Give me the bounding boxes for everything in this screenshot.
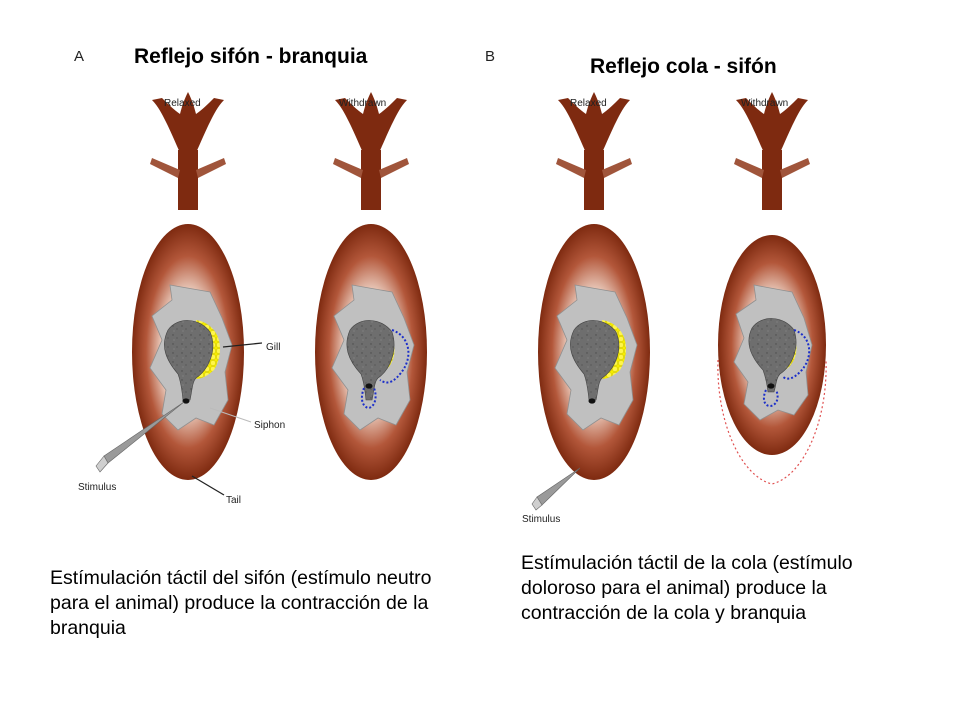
panel-a-relaxed-animal xyxy=(132,92,244,480)
panel-a-title: Reflejo sifón - branquia xyxy=(134,45,368,68)
gill-callout-line xyxy=(222,342,263,348)
panel-b-stimulus-label: Stimulus xyxy=(522,514,560,525)
panel-b-letter: B xyxy=(485,48,496,65)
panel-b-caption: Estímulación táctil de la cola (estímulo… xyxy=(521,552,853,624)
siphon-label: Siphon xyxy=(254,420,285,431)
panel-a-withdrawn-animal xyxy=(315,92,427,480)
panel-b-stimulus-probe xyxy=(536,467,581,506)
tail-callout-line xyxy=(191,475,225,496)
panel-b-relaxed-animal xyxy=(538,92,650,480)
panel-b-withdrawn-label: Withdrawn xyxy=(741,98,788,109)
panel-b-title: Reflejo cola - sifón xyxy=(590,55,777,78)
panel-a-withdrawn-label: Withdrawn xyxy=(339,98,386,109)
gill-label: Gill xyxy=(266,342,280,353)
panel-b-relaxed-label: Relaxed xyxy=(570,98,607,109)
panel-b-withdrawn-animal xyxy=(717,92,827,485)
siphon-callout-line xyxy=(209,407,252,423)
panel-a-relaxed-label: Relaxed xyxy=(164,98,201,109)
panel-a-caption: Estímulación táctil del sifón (estímulo … xyxy=(50,567,432,639)
tail-label: Tail xyxy=(226,495,241,506)
panel-a-letter: A xyxy=(74,48,85,65)
panel-a-stimulus-label: Stimulus xyxy=(78,482,116,493)
